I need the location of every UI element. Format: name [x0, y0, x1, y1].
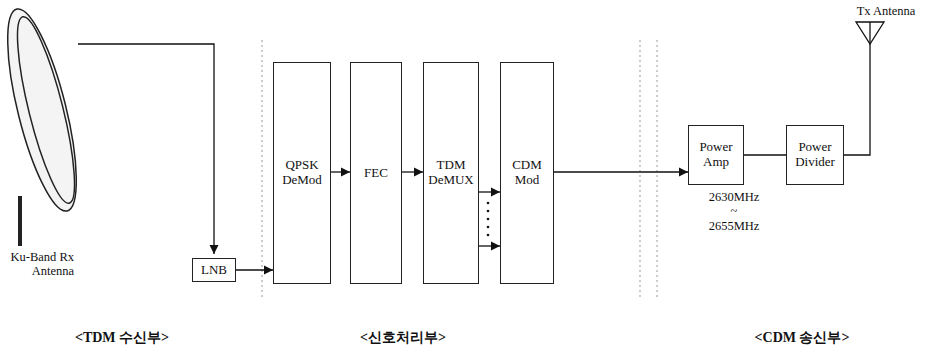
- antenna-label: Ku-Band Rx Antenna: [6, 250, 74, 279]
- process-box: TDM DeMUX: [423, 62, 479, 284]
- lnb-box: LNB: [192, 258, 236, 282]
- section-label: <신호처리부>: [348, 330, 458, 346]
- box-text: FEC: [364, 166, 388, 181]
- section-label: <TDM 수신부>: [62, 330, 182, 346]
- antenna-label: Tx Antenna: [846, 4, 926, 18]
- box-text: LNB: [201, 263, 227, 278]
- dish-antenna: [0, 3, 90, 246]
- process-box: QPSK DeMod: [273, 62, 331, 284]
- signal-arrow: [236, 269, 273, 270]
- signal-arrow: [331, 171, 350, 172]
- frequency-label: 2630MHz ~ 2655MHz: [704, 190, 764, 233]
- box-text: TDM DeMUX: [427, 158, 475, 188]
- section-label: <CDM 송신부>: [742, 330, 862, 346]
- signal-arrow: [744, 154, 786, 155]
- process-box: FEC: [350, 62, 402, 284]
- amplifier-box: Power Amp: [688, 125, 744, 185]
- divider-box: Power Divider: [786, 125, 844, 185]
- section-divider: [262, 40, 657, 300]
- tx-antenna: [842, 22, 884, 155]
- signal-arrow: [479, 245, 500, 246]
- signal-arrow: [554, 171, 688, 172]
- process-box: CDM Mod: [500, 62, 554, 284]
- box-text: CDM Mod: [504, 158, 550, 188]
- channel-dots: [487, 202, 490, 237]
- box-text: QPSK DeMod: [277, 158, 327, 188]
- box-text: Power Divider: [790, 140, 840, 170]
- signal-arrow: [479, 191, 500, 192]
- signal-arrow: [402, 171, 423, 172]
- feed-arrow: [78, 44, 214, 254]
- box-text: Power Amp: [692, 140, 740, 170]
